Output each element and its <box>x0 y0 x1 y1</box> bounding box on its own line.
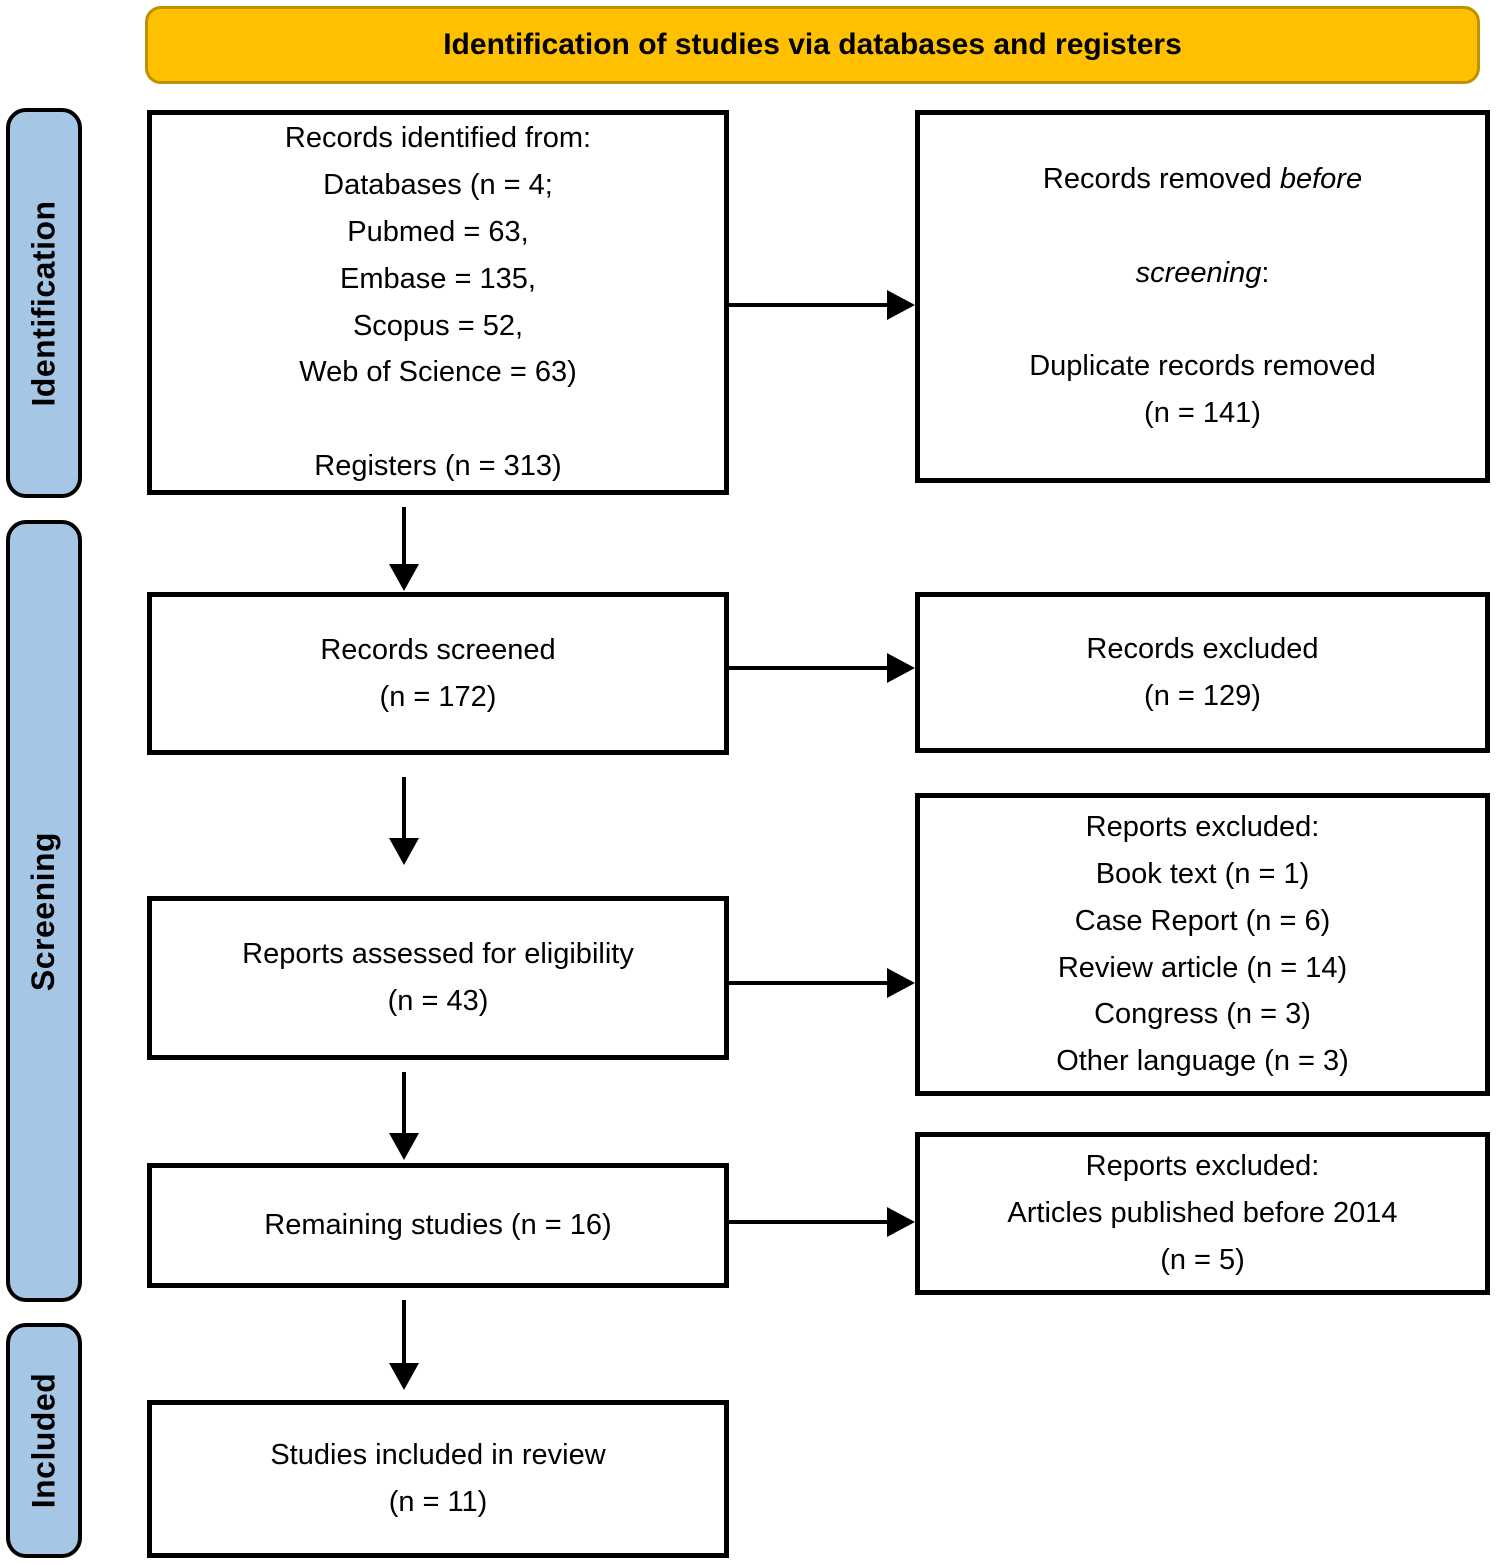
box-reports-excluded-year-text: Reports excluded: Articles published bef… <box>1007 1150 1398 1276</box>
box-records-removed: Records removed before screening: Duplic… <box>915 110 1490 483</box>
arrow-head-icon <box>887 653 915 683</box>
text-line: screening: <box>920 250 1485 297</box>
title-banner-text: Identification of studies via databases … <box>443 28 1182 61</box>
arrow-line <box>729 1220 887 1224</box>
box-studies-included: Studies included in review (n = 11) <box>147 1400 729 1558</box>
arrow-line <box>729 981 887 985</box>
box-reports-assessed-text: Reports assessed for eligibility (n = 43… <box>242 938 634 1017</box>
text-segment: Records removed <box>1042 162 1280 195</box>
stage-label-screening-text: Screening <box>25 831 62 991</box>
box-remaining-studies: Remaining studies (n = 16) <box>147 1163 729 1288</box>
arrow-head-icon <box>389 564 419 591</box>
box-studies-included-text: Studies included in review (n = 11) <box>270 1439 606 1518</box>
box-remaining-studies-text: Remaining studies (n = 16) <box>264 1209 612 1242</box>
box-reports-excluded-reasons: Reports excluded: Book text (n = 1) Case… <box>915 793 1490 1096</box>
box-records-identified: Records identified from: Databases (n = … <box>147 110 729 495</box>
arrow-head-icon <box>389 1363 419 1390</box>
text-segment: : <box>1261 256 1270 289</box>
stage-label-screening: Screening <box>6 520 82 1302</box>
text-line: Records removed before <box>920 156 1485 203</box>
box-records-removed-text: Records removed before screening: Duplic… <box>920 109 1485 485</box>
box-reports-assessed: Reports assessed for eligibility (n = 43… <box>147 896 729 1060</box>
box-reports-excluded-year: Reports excluded: Articles published bef… <box>915 1132 1490 1295</box>
arrow-head-icon <box>389 838 419 865</box>
box-reports-excluded-reasons-text: Reports excluded: Book text (n = 1) Case… <box>1056 810 1349 1078</box>
arrow-line <box>402 507 406 565</box>
box-records-screened-text: Records screened (n = 172) <box>320 633 556 713</box>
arrow-line <box>402 777 406 839</box>
title-banner: Identification of studies via databases … <box>145 6 1480 84</box>
text-segment-italic: screening <box>1135 256 1262 289</box>
arrow-line <box>402 1072 406 1134</box>
arrow-line <box>729 303 887 307</box>
arrow-line <box>729 666 887 670</box>
arrow-head-icon <box>887 1207 915 1237</box>
stage-label-included-text: Included <box>25 1372 62 1509</box>
box-records-excluded-text: Records excluded (n = 129) <box>1086 632 1319 712</box>
text-segment-italic: before <box>1279 162 1363 195</box>
stage-label-identification: Identification <box>6 108 82 498</box>
box-records-identified-text: Records identified from: Databases (n = … <box>284 121 592 483</box>
box-records-screened: Records screened (n = 172) <box>147 592 729 755</box>
arrow-line <box>402 1300 406 1364</box>
stage-label-included: Included <box>6 1323 82 1558</box>
arrow-head-icon <box>389 1133 419 1160</box>
text-lines: Duplicate records removed (n = 141) <box>1029 350 1376 430</box>
arrow-head-icon <box>887 968 915 998</box>
box-records-excluded: Records excluded (n = 129) <box>915 592 1490 753</box>
arrow-head-icon <box>887 290 915 320</box>
stage-label-identification-text: Identification <box>25 199 62 407</box>
